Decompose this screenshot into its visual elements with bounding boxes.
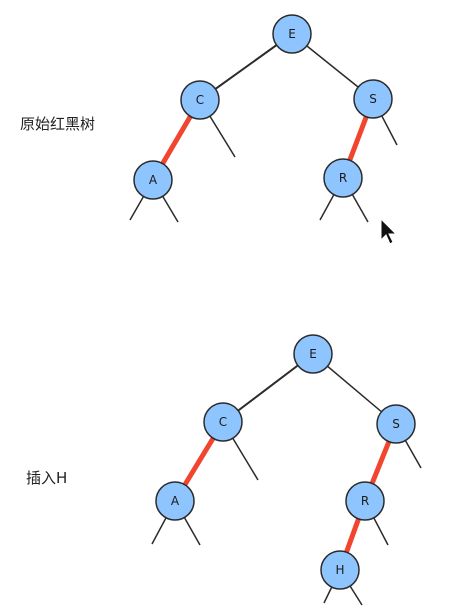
- node-label: H: [335, 563, 344, 577]
- node-label: A: [171, 494, 180, 508]
- arrow-cursor-icon: [380, 217, 398, 245]
- node-H: H: [320, 550, 360, 590]
- node-label: S: [392, 417, 400, 431]
- node-label: E: [309, 347, 317, 361]
- node-A: A: [133, 160, 173, 200]
- node-C: C: [180, 80, 220, 120]
- node-C: C: [203, 402, 243, 442]
- node-S: S: [353, 79, 393, 119]
- node-S: S: [376, 404, 416, 444]
- caption-original-tree: 原始红黑树: [20, 115, 96, 133]
- node-E: E: [293, 334, 333, 374]
- caption-insert-h: 插入H: [26, 469, 68, 487]
- node-label: A: [149, 173, 158, 187]
- node-label: C: [219, 415, 227, 429]
- node-A: A: [155, 481, 195, 521]
- node-label: S: [369, 92, 377, 106]
- node-R: R: [345, 481, 385, 521]
- tree-insert-h: E C S A R H: [151, 334, 422, 606]
- node-label: R: [339, 171, 347, 185]
- node-R: R: [323, 158, 363, 198]
- node-label: E: [288, 27, 296, 41]
- node-E: E: [272, 14, 312, 54]
- node-label: C: [196, 93, 204, 107]
- node-label: R: [361, 494, 369, 508]
- tree-original: E C S A R: [129, 14, 398, 223]
